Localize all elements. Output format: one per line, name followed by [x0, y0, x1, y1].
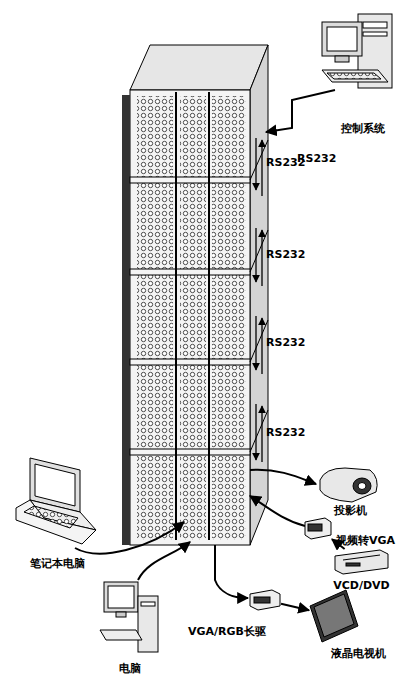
device-node: 控制系统 — [318, 12, 398, 92]
signal-label: RS232 — [266, 336, 305, 349]
cascade-links — [256, 138, 262, 462]
device-node: 投影机 — [318, 466, 382, 504]
front-cables — [176, 92, 209, 540]
label-box: VCD/DVD — [333, 579, 390, 592]
converter-box — [305, 518, 331, 539]
label-box: 笔记本电脑 — [7, 557, 107, 570]
extender-box — [250, 590, 280, 610]
rack-front — [130, 90, 250, 545]
unit-separators — [130, 177, 250, 455]
signal-label: RS232 — [266, 248, 305, 261]
computer-icon — [322, 14, 392, 88]
device-label: VGA/RGB长驱 — [177, 625, 277, 638]
projector-icon — [320, 468, 377, 502]
connector-panel — [180, 96, 206, 540]
device-label: 笔记本电脑 — [7, 557, 107, 570]
matrix-rack — [122, 45, 268, 545]
laptop-icon — [16, 458, 96, 544]
label-box: 电脑 — [100, 662, 160, 675]
label-box: 液晶电视机 — [331, 647, 401, 660]
label-box: 视频转VGA — [336, 534, 416, 547]
cable-connector — [281, 604, 309, 610]
device-label: 液晶电视机 — [331, 647, 401, 660]
side-separators — [250, 140, 268, 452]
device-node: 液晶电视机 — [309, 589, 359, 643]
device-node: 笔记本电脑 — [15, 455, 97, 547]
device-label: 视频转VGA — [336, 534, 416, 547]
device-node: 电脑 — [100, 580, 160, 654]
label-box: 控制系统 — [318, 122, 408, 135]
device-node: VGA/RGB长驱 — [249, 589, 281, 611]
control-cable — [266, 90, 335, 132]
dvd-player — [335, 550, 388, 574]
label-box: 投影机 — [318, 504, 382, 517]
lcd-tv — [310, 590, 358, 642]
device-label: 电脑 — [100, 662, 160, 675]
pc-icon — [100, 582, 158, 652]
signal-label: RS232 — [266, 426, 305, 439]
signal-label: RS232 — [266, 156, 305, 169]
connector-panel — [137, 96, 173, 540]
device-label: 投影机 — [318, 504, 382, 517]
device-label: 控制系统 — [318, 122, 408, 135]
rack-edge — [122, 95, 130, 545]
device-node: 视频转VGA — [304, 517, 332, 540]
device-label: VCD/DVD — [333, 579, 390, 592]
connector-panel — [212, 96, 246, 540]
rack-top — [130, 45, 268, 90]
label-box: VGA/RGB长驱 — [177, 625, 277, 638]
device-node: VCD/DVD — [333, 549, 390, 575]
device-cables — [75, 470, 316, 598]
